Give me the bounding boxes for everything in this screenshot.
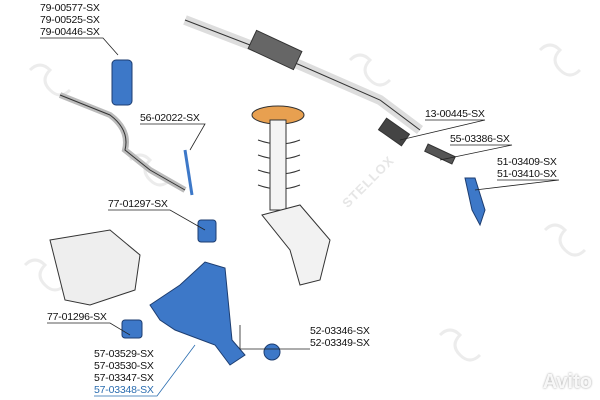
watermark-logo xyxy=(23,258,67,292)
watermark-logo xyxy=(438,328,482,362)
arm-front-bushing xyxy=(121,319,143,339)
avito-watermark: Avito xyxy=(542,371,592,393)
watermark-logo xyxy=(543,223,587,257)
control-arm xyxy=(149,261,246,366)
part-number-label: 55-03386-SX xyxy=(450,133,510,145)
knuckle xyxy=(261,204,331,286)
part-number-label: 56-02022-SX xyxy=(140,112,200,124)
watermark-logo xyxy=(538,43,582,77)
ball-joint xyxy=(263,343,281,361)
part-number-label: 51-03410-SX xyxy=(497,168,557,180)
part-number-label: 79-00525-SX xyxy=(40,14,100,26)
leader-lines xyxy=(40,37,560,397)
arm-rear-bushing xyxy=(197,219,217,243)
part-number-label: 13-00445-SX xyxy=(425,108,485,120)
watermark-logo xyxy=(348,53,392,87)
subframe xyxy=(49,229,141,306)
part-number-label: 77-01297-SX xyxy=(108,198,168,210)
stabilizer-bar xyxy=(58,92,187,193)
stabilizer-bushing xyxy=(111,59,133,106)
tie-rod-end xyxy=(464,177,486,227)
part-number-label: 79-00577-SX xyxy=(40,2,100,14)
part-number-label: 52-03346-SX xyxy=(310,325,370,337)
part-number-label: 52-03349-SX xyxy=(310,337,370,349)
part-number-label: 51-03409-SX xyxy=(497,156,557,168)
watermark-logo xyxy=(128,153,172,187)
part-number-label: 57-03530-SX xyxy=(94,360,154,372)
stabilizer-link xyxy=(183,149,194,196)
part-number-label: 79-00446-SX xyxy=(40,26,100,38)
part-number-label: 57-03529-SX xyxy=(94,348,154,360)
part-number-label: 57-03347-SX xyxy=(94,372,154,384)
highlighted-part-number-label[interactable]: 57-03348-SX xyxy=(94,384,154,396)
part-number-label: 77-01296-SX xyxy=(47,311,107,323)
